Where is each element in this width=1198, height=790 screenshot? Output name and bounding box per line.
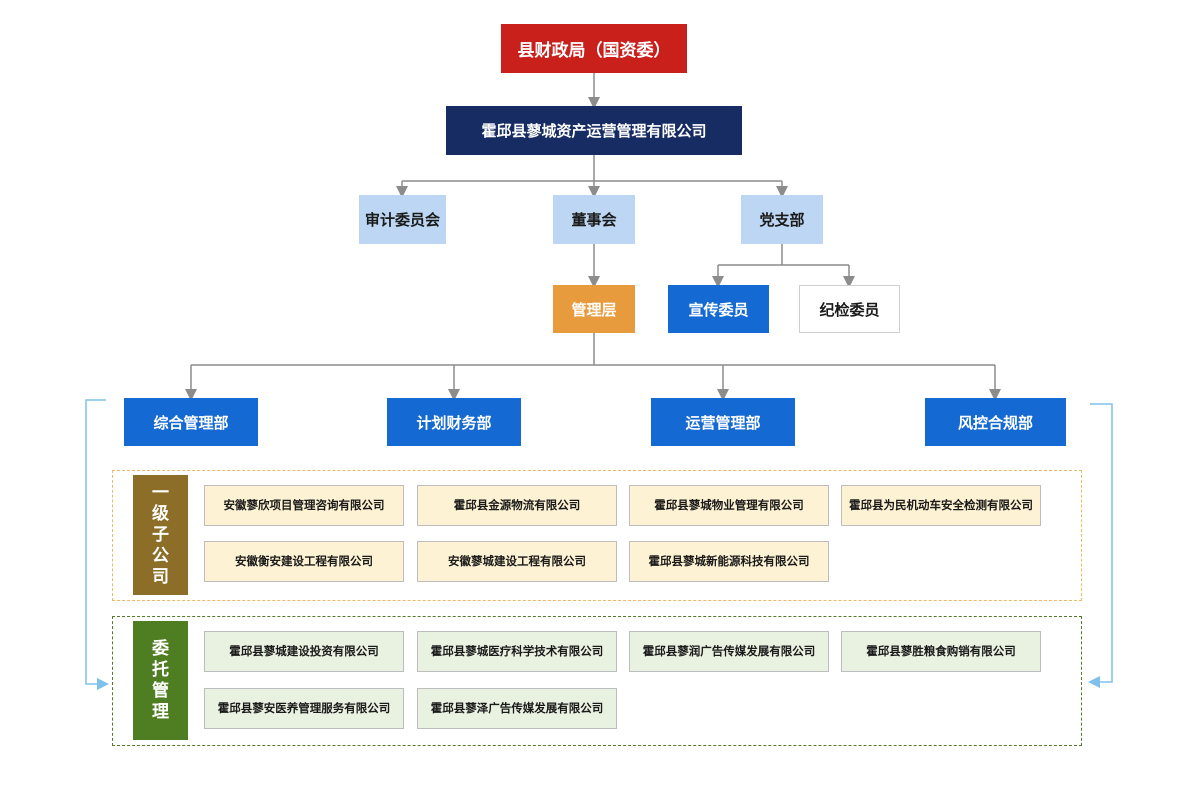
- propaganda-member-label: 宣传委员: [688, 300, 749, 319]
- dept-planning-finance: 计划财务部: [387, 398, 521, 446]
- dept-label: 综合管理部: [153, 413, 229, 432]
- subsidiary-box: 安徽蓼城建设工程有限公司: [417, 541, 617, 582]
- asset-company-label: 霍邱县蓼城资产运营管理有限公司: [481, 122, 707, 140]
- entrusted-company-box: 霍邱县蓼城医疗科学技术有限公司: [417, 631, 617, 672]
- entrusted-management-label: 委托管理: [133, 621, 188, 740]
- propaganda-member-node: 宣传委员: [668, 285, 769, 333]
- first-level-subsidiaries-label: 一级子公司: [133, 475, 188, 595]
- dept-label: 风控合规部: [957, 413, 1033, 432]
- board-node: 董事会: [553, 195, 635, 244]
- party-branch-label: 党支部: [759, 211, 805, 229]
- audit-committee-label: 审计委员会: [364, 211, 440, 229]
- dept-operations: 运营管理部: [651, 398, 795, 446]
- subsidiary-box: 安徽衡安建设工程有限公司: [204, 541, 404, 582]
- board-label: 董事会: [571, 211, 617, 229]
- party-branch-node: 党支部: [741, 195, 823, 244]
- discipline-member-label: 纪检委员: [819, 300, 880, 319]
- entrusted-company-box: 霍邱县蓼胜粮食购销有限公司: [841, 631, 1041, 672]
- county-finance-bureau-label: 县财政局（国资委）: [517, 41, 671, 61]
- asset-company-node: 霍邱县蓼城资产运营管理有限公司: [446, 106, 742, 155]
- subsidiary-box: 安徽蓼欣项目管理咨询有限公司: [204, 485, 404, 526]
- subsidiary-box: 霍邱县蓼城新能源科技有限公司: [629, 541, 829, 582]
- management-label: 管理层: [571, 300, 617, 319]
- dept-label: 计划财务部: [416, 413, 492, 432]
- county-finance-bureau-node: 县财政局（国资委）: [501, 24, 687, 73]
- entrusted-company-box: 霍邱县蓼城建设投资有限公司: [204, 631, 404, 672]
- management-node: 管理层: [553, 285, 635, 333]
- discipline-member-node: 纪检委员: [799, 285, 900, 333]
- entrusted-company-box: 霍邱县蓼润广告传媒发展有限公司: [629, 631, 829, 672]
- entrusted-management-group: [112, 616, 1082, 746]
- first-level-subsidiaries-group: [112, 470, 1082, 601]
- subsidiary-box: 霍邱县为民机动车安全检测有限公司: [841, 485, 1041, 526]
- dept-risk-compliance: 风控合规部: [925, 398, 1066, 446]
- audit-committee-node: 审计委员会: [359, 195, 446, 244]
- subsidiary-box: 霍邱县蓼城物业管理有限公司: [629, 485, 829, 526]
- subsidiary-box: 霍邱县金源物流有限公司: [417, 485, 617, 526]
- entrusted-company-box: 霍邱县蓼泽广告传媒发展有限公司: [417, 688, 617, 729]
- dept-general-management: 综合管理部: [124, 398, 258, 446]
- dept-label: 运营管理部: [685, 413, 761, 432]
- entrusted-company-box: 霍邱县蓼安医养管理服务有限公司: [204, 688, 404, 729]
